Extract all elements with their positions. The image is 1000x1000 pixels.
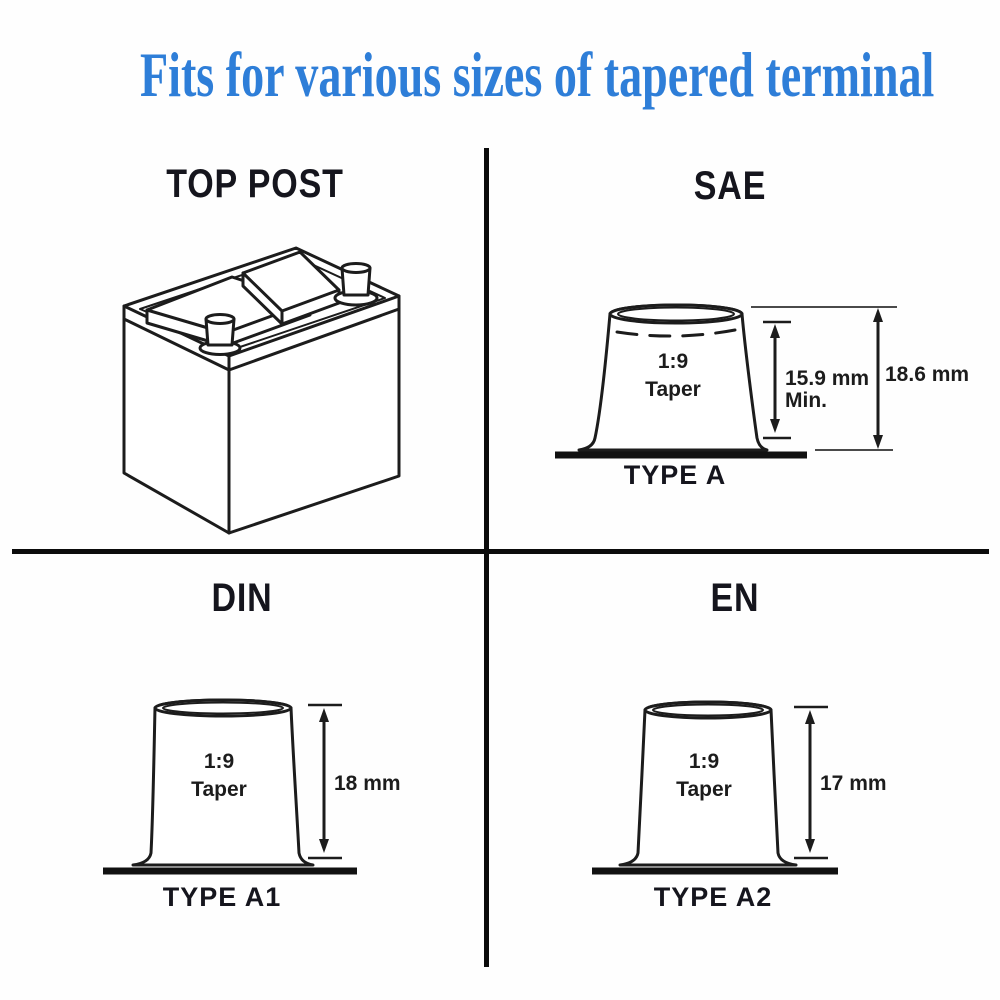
heading-sae: SAE [693, 164, 767, 208]
heading-en: EN [710, 576, 760, 620]
en-type-label: TYPE A2 [653, 882, 773, 912]
grid-divider-vertical [484, 148, 489, 967]
heading-top-post: TOP POST [166, 162, 344, 206]
sae-type-label: TYPE A [623, 460, 727, 490]
sae-outer-dimension-label: 18.6 mm [885, 363, 969, 386]
grid-divider-horizontal [12, 549, 989, 554]
sae-terminal-diagram: 1:9 Taper 15.9 mm Min. 18.6 mm [555, 303, 969, 459]
sae-inner-dimension-label: 15.9 mm [785, 367, 869, 390]
heading-din: DIN [211, 576, 273, 620]
en-taper-word-label: Taper [676, 778, 732, 801]
din-height-dimension-label: 18 mm [334, 772, 401, 795]
din-terminal-diagram: 1:9 Taper 18 mm [103, 698, 401, 875]
battery-illustration [122, 246, 401, 535]
en-height-dimension-label: 17 mm [820, 772, 887, 795]
din-type-label: TYPE A1 [162, 882, 282, 912]
en-terminal-diagram: 1:9 Taper 17 mm [592, 700, 887, 875]
sae-inner-dimension-note: Min. [785, 389, 827, 412]
page-title: Fits for various sizes of tapered termin… [140, 39, 935, 110]
din-taper-word-label: Taper [191, 778, 247, 801]
sae-taper-word-label: Taper [645, 378, 701, 401]
din-taper-ratio-label: 1:9 [204, 750, 234, 773]
en-taper-ratio-label: 1:9 [689, 750, 719, 773]
sae-taper-ratio-label: 1:9 [658, 350, 688, 373]
